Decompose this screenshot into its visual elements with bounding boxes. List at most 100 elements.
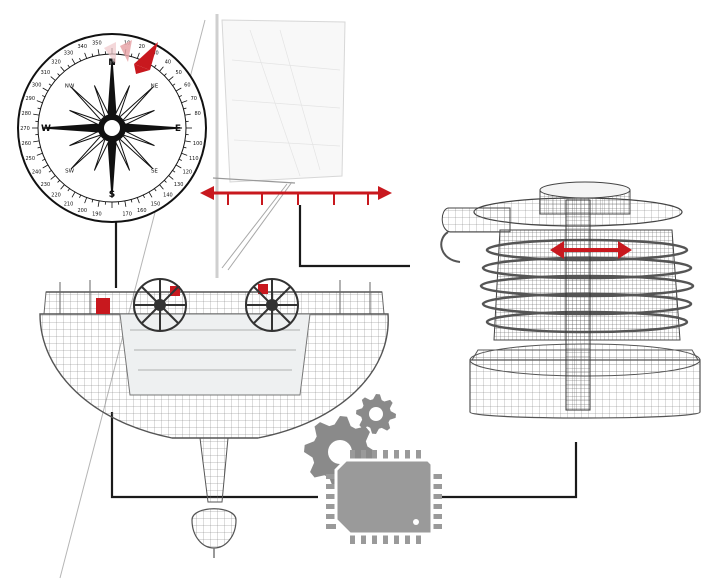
compass-tick bbox=[67, 64, 70, 68]
compass-cardinal-label: W bbox=[41, 124, 51, 134]
compass-degree-label: 260 bbox=[22, 141, 32, 147]
compass-degree-label: 230 bbox=[41, 182, 51, 188]
compass-degree-label: 100 bbox=[193, 141, 203, 147]
compass-cardinal-label: S bbox=[109, 190, 115, 200]
helm-wheel-left bbox=[133, 278, 187, 332]
compass-tick bbox=[42, 164, 49, 169]
compass-degree-label: 320 bbox=[51, 59, 61, 65]
gear-hub bbox=[328, 440, 352, 464]
chip-pin bbox=[372, 534, 377, 544]
connector-lines bbox=[110, 205, 578, 499]
compass-cardinal-label: E bbox=[175, 124, 181, 134]
chip-pin bbox=[361, 450, 366, 460]
compass-degree-label: 50 bbox=[175, 70, 181, 76]
compass-tick bbox=[60, 66, 65, 72]
chip-pin bbox=[432, 484, 442, 489]
compass-tick bbox=[37, 107, 41, 110]
winch-wireframe bbox=[440, 181, 701, 419]
chip-pin bbox=[394, 534, 399, 544]
compass-tick bbox=[48, 170, 52, 173]
compass-tick bbox=[36, 152, 43, 156]
compass-degree-label: 240 bbox=[32, 170, 42, 176]
chip-pin bbox=[405, 450, 410, 460]
chip-pin bbox=[416, 534, 421, 544]
compass-degree-label: 120 bbox=[183, 170, 193, 176]
compass-degree-label: 190 bbox=[92, 212, 102, 218]
compass-icon: 1020304050607080100110120130140150160170… bbox=[17, 33, 207, 223]
compass-tick bbox=[84, 197, 88, 204]
compass-tick bbox=[181, 100, 188, 104]
compass-cardinal-label: N bbox=[108, 58, 116, 68]
compass-tick bbox=[130, 199, 133, 203]
compass-tick bbox=[178, 158, 182, 161]
gear-small-icon bbox=[356, 394, 396, 434]
compass-tick bbox=[159, 184, 164, 190]
winch-rotation-arrow-icon bbox=[550, 241, 632, 259]
compass-tick bbox=[181, 152, 188, 156]
chip-pin bbox=[432, 474, 442, 479]
compass-degree-label: 290 bbox=[25, 96, 35, 102]
compass-tick bbox=[91, 199, 94, 203]
compass-degree-label: 70 bbox=[191, 96, 197, 102]
compass-degree-label: 210 bbox=[64, 201, 74, 207]
compass-tick bbox=[164, 73, 167, 76]
compass-degree-label: 300 bbox=[32, 83, 42, 89]
compass-degree-label: 330 bbox=[64, 51, 74, 57]
chip-pin bbox=[383, 450, 388, 460]
compass-tick bbox=[50, 175, 56, 180]
compass-tick bbox=[84, 52, 88, 59]
traveller-arrow-icon bbox=[200, 186, 392, 205]
compass-tick bbox=[175, 164, 182, 169]
chip-pin bbox=[326, 474, 336, 479]
chip-pin bbox=[326, 484, 336, 489]
processor-chip-icon bbox=[326, 450, 442, 544]
compass-tick bbox=[184, 113, 191, 116]
compass-degree-label: 80 bbox=[194, 111, 200, 117]
compass-tick bbox=[178, 95, 182, 98]
compass-tick bbox=[57, 180, 60, 183]
compass-tick bbox=[124, 200, 127, 207]
chip-pin bbox=[350, 534, 355, 544]
compass-degree-label: 150 bbox=[151, 201, 161, 207]
chip-pin bbox=[432, 494, 442, 499]
chip-pin bbox=[432, 524, 442, 529]
compass-tick bbox=[164, 180, 167, 183]
compass-intercardinal-label: NE bbox=[151, 84, 159, 90]
compass-degree-label: 20 bbox=[139, 44, 145, 50]
compass-tick bbox=[154, 64, 157, 68]
compass-tick bbox=[79, 194, 82, 198]
compass-intercardinal-label: SE bbox=[151, 168, 158, 174]
compass-tick bbox=[148, 191, 153, 198]
compass-degree-label: 110 bbox=[189, 156, 199, 162]
chip-pin bbox=[405, 534, 410, 544]
gear-hub bbox=[369, 407, 383, 421]
chip-pin bbox=[326, 514, 336, 519]
compass-degree-label: 40 bbox=[165, 59, 171, 65]
compass-tick bbox=[42, 87, 49, 92]
compass-degree-label: 250 bbox=[25, 156, 35, 162]
helm-wheel-right bbox=[245, 278, 299, 332]
compass-degree-label: 30 bbox=[152, 51, 158, 57]
compass-degree-label: 160 bbox=[137, 208, 147, 214]
compass-tick bbox=[57, 73, 60, 76]
chip-pin bbox=[326, 504, 336, 509]
compass-degree-label: 280 bbox=[22, 111, 32, 117]
compass-tick bbox=[183, 146, 187, 149]
compass-tick bbox=[159, 66, 164, 72]
compass-tick bbox=[67, 188, 70, 192]
chip-pin bbox=[350, 450, 355, 460]
compass-tick bbox=[42, 158, 46, 161]
compass-intercardinal-label: SW bbox=[65, 168, 74, 174]
compass-degree-label: 60 bbox=[184, 83, 190, 89]
compass-tick bbox=[172, 170, 176, 173]
compass-heading-pointer-icon bbox=[104, 40, 158, 74]
compass-degree-label: 310 bbox=[41, 70, 51, 76]
compass-tick bbox=[91, 53, 94, 57]
compass-tick bbox=[136, 197, 140, 204]
compass-tick bbox=[50, 76, 56, 81]
compass-degree-label: 340 bbox=[77, 44, 87, 50]
chip-pin bbox=[326, 494, 336, 499]
compass-degree-label: 220 bbox=[51, 193, 61, 199]
